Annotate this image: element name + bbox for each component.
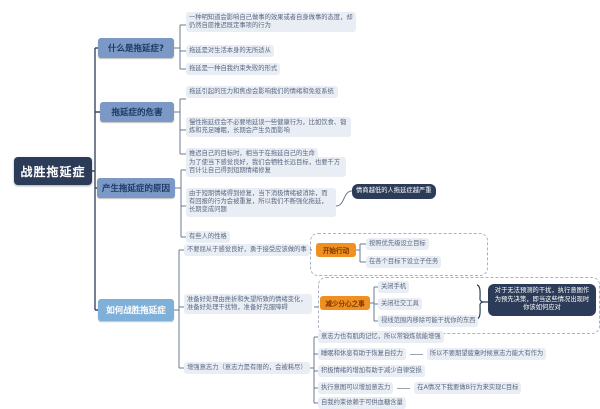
leaf-willpower-muscle-memory[interactable]: 意志力也有肌肉记忆，所以常锻炼就能增强 <box>318 331 444 344</box>
leaf-dont-yield[interactable]: 不要屈从于感觉良好，勇于接受应该做的事 <box>184 244 310 257</box>
leaf-be-prepared[interactable]: 准备好处理由挫折和失望所致的情绪变化，准备好处理干扰物，准备好克服障碍 <box>184 294 312 315</box>
leaf-cause-short-term-mood[interactable]: 为了使当下感觉良好，我们会牺牲长远目标，也要千方百计让自己得到短期情绪修复 <box>186 157 346 178</box>
leaf-set-goals-by-priority[interactable]: 按照优先级设立目标 <box>366 238 429 251</box>
leaf-strengthen-willpower[interactable]: 增强意志力（意志力是有限的，会被耗尽） <box>184 362 310 375</box>
branch-harms[interactable]: 拖延症的危害 <box>100 102 174 122</box>
root-node[interactable]: 战胜拖延症 <box>14 157 92 185</box>
branch-how-to-overcome[interactable]: 如何战胜拖延症 <box>98 299 174 321</box>
dash-connector-icon <box>409 353 423 355</box>
leaf-close-social-tools[interactable]: 关闭社交工具 <box>378 298 422 311</box>
leaf-cause-reinforcement[interactable]: 由于短期情绪得到修复，当下消极情绪被消除，而有回报的行为会被重复，所以我们不断强… <box>186 188 336 217</box>
summary-implementation-intention[interactable]: 对于无法预测的干扰，执行意图作为预先决策，即当这些情况出现时你该如何应对 <box>488 284 596 316</box>
node-reduce-distractions[interactable]: 减少分心之事 <box>320 296 370 310</box>
leaf-positive-emotions[interactable]: 积极情绪的增加有助于减少自律受损 <box>318 365 425 378</box>
summary-low-eq[interactable]: 情商越低的人拖延症越严重 <box>352 184 436 199</box>
leaf-sleep-restores[interactable]: 睡眠和休息有助于恢复自控力 <box>318 348 406 361</box>
leaf-blood-sugar[interactable]: 自我约束依赖于可供血糖含量 <box>318 397 406 409</box>
branch2-connectors <box>174 98 186 155</box>
leaf-dont-expect-when-tired[interactable]: 所以不要期望疲惫时候意志力能大有作为 <box>426 348 547 361</box>
dash-connector-icon <box>397 387 411 389</box>
leaf-harm-health[interactable]: 慢性拖延症会不必要地延误一些健康行为，比如饮食、锻炼和充足睡眠，长期会产生负面影… <box>186 117 351 138</box>
start-action-group-frame <box>310 233 488 276</box>
node-start-action[interactable]: 开始行动 <box>316 243 356 257</box>
leaf-harm-stress[interactable]: 拖延引起的压力和焦虑会影响我们的情绪和免疫系统 <box>186 86 338 99</box>
leaf-implementation-intention-boost[interactable]: 执行意图可以增加意志力 <box>318 382 394 395</box>
leaf-set-subtasks[interactable]: 在各个目标下设立子任务 <box>366 256 442 269</box>
branch1-connectors <box>174 24 186 70</box>
branch-causes[interactable]: 产生拖延症的原因 <box>97 178 175 198</box>
leaf-cause-personality[interactable]: 有些人的性格 <box>186 231 230 244</box>
leaf-remove-distractions-in-sight[interactable]: 视线范围内移除可能干扰你的东西 <box>378 315 479 328</box>
willpower-connectors <box>310 336 318 404</box>
leaf-abc-plan[interactable]: 在A情况下我要做B行为来实现C目标 <box>414 382 522 395</box>
willpower-intention-row: 执行意图可以增加意志力 在A情况下我要做B行为来实现C目标 <box>318 382 522 395</box>
leaf-turn-off-phone[interactable]: 关闭手机 <box>378 281 410 294</box>
leaf-definition-behavior[interactable]: 一种明知道会影响自己做事的效果或者自身做事的态度，却仍然自愿推迟既定事项的行为 <box>186 12 356 33</box>
willpower-sleep-row: 睡眠和休息有助于恢复自控力 所以不要期望疲惫时候意志力能大有作为 <box>318 348 547 361</box>
leaf-definition-life[interactable]: 拖延是对生活本身的无所适从 <box>186 45 274 58</box>
branch-what-is-procrastination[interactable]: 什么是拖延症? <box>98 38 174 58</box>
leaf-definition-self-restraint[interactable]: 拖延是一种自我约束失败的形式 <box>186 63 281 76</box>
